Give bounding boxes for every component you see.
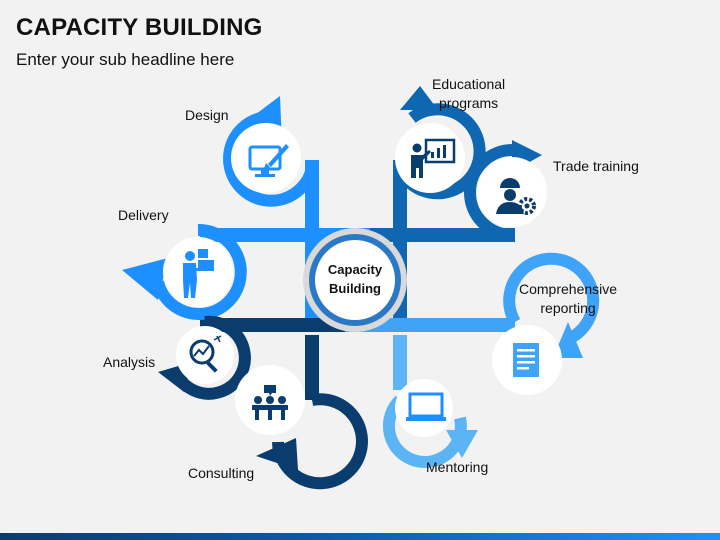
monitor-paintbrush-icon (248, 144, 289, 177)
label-consulting: Consulting (188, 465, 255, 481)
worker-gear-icon (496, 178, 536, 215)
node-reporting (492, 325, 562, 395)
arrow-arc-reporting (503, 252, 600, 346)
laptop-icon (406, 392, 446, 421)
document-icon (513, 343, 539, 377)
person-boxes-icon (183, 249, 214, 298)
center-line1: Capacity (328, 262, 383, 277)
node-delivery (163, 237, 233, 307)
arrow-arc-design (223, 110, 318, 207)
slide-title: CAPACITY BUILDING (16, 14, 263, 41)
node-analysis (176, 326, 234, 384)
meeting-table-icon (252, 385, 288, 420)
label-trade-training: Trade training (553, 158, 639, 174)
label-design: Design (185, 107, 229, 123)
node-trade-training (477, 157, 547, 227)
label-analysis: Analysis (103, 354, 156, 370)
label-mentoring: Mentoring (426, 459, 489, 475)
arrowhead-mentoring (446, 430, 478, 458)
arrowhead-educational (400, 86, 438, 110)
slide-subtitle: Enter your sub headline here (16, 50, 235, 69)
node-design (231, 123, 301, 193)
arrow-arc-consulting (272, 393, 368, 490)
teacher-board-icon (411, 138, 456, 178)
arrow-arc-delivery (152, 223, 247, 320)
arrowhead-consulting (256, 438, 298, 470)
label-delivery: Delivery (118, 207, 169, 223)
node-consulting (235, 365, 305, 435)
arrowhead-reporting (553, 322, 583, 358)
arrowhead-delivery (122, 258, 168, 300)
arrow-arc-trade (464, 143, 514, 241)
bottom-accent-bar (0, 533, 720, 540)
arrow-arc-analysis (169, 315, 251, 400)
node-mentoring (395, 379, 453, 437)
label-comprehensive-reporting: Comprehensive reporting (519, 281, 618, 316)
magnifier-chart-icon (189, 335, 222, 373)
node-educational (395, 123, 465, 193)
center-hub: Capacity Building (303, 228, 407, 332)
center-line2: Building (329, 281, 381, 296)
label-educational: Educational programs (432, 76, 506, 111)
